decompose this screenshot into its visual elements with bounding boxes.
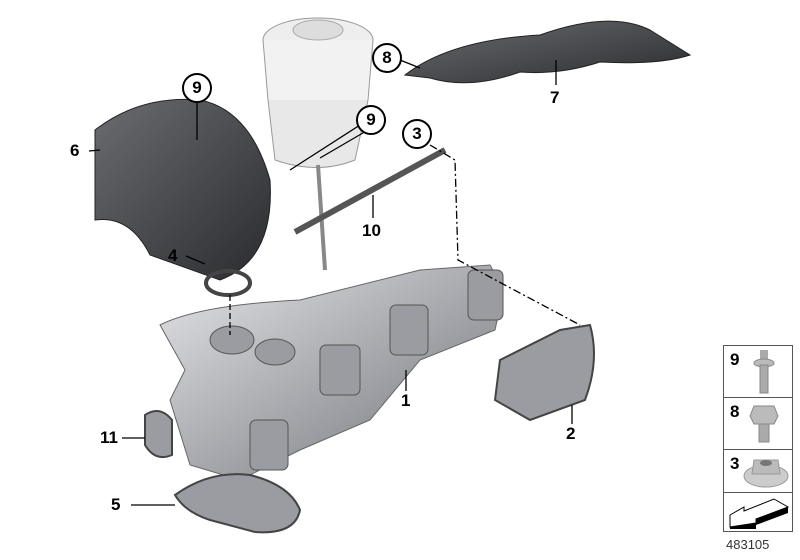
figure-number: 483105	[726, 537, 770, 552]
bolt-with-washer-icon	[753, 350, 775, 394]
legend-number: 3	[730, 454, 740, 473]
wastegate-actuator	[262, 17, 374, 271]
legend-number: 8	[730, 402, 740, 421]
callout-9: 9	[356, 105, 386, 135]
callout-3: 3	[402, 119, 432, 149]
legend-item: 8	[724, 398, 792, 450]
callout-8: 8	[372, 43, 402, 73]
fastener-legend: 9 8 3	[723, 345, 793, 532]
callout-6: 6	[70, 141, 80, 160]
gasket-ring	[204, 269, 252, 297]
callout-4: 4	[168, 246, 178, 265]
callout-9: 9	[182, 73, 212, 103]
callout-10: 10	[362, 221, 381, 240]
legend-number: 9	[730, 350, 740, 369]
flange-nut-icon	[743, 459, 789, 488]
linkage-rod	[293, 147, 447, 235]
legend-arrow-cell	[724, 493, 792, 531]
heat-shield-left	[94, 98, 271, 281]
manifold-gasket	[493, 323, 595, 422]
small-gasket	[144, 410, 173, 458]
heat-shield-top	[403, 20, 692, 84]
turbo-gasket	[173, 473, 302, 534]
callout-1: 1	[401, 391, 411, 410]
arrow-icon	[729, 498, 790, 529]
callout-2: 2	[566, 424, 576, 443]
callout-11: 11	[100, 428, 118, 447]
hex-bolt-icon	[749, 405, 779, 443]
callout-5: 5	[111, 495, 121, 514]
callout-7: 7	[550, 88, 560, 107]
legend-item: 9	[724, 346, 792, 398]
legend-item: 3	[724, 450, 792, 493]
